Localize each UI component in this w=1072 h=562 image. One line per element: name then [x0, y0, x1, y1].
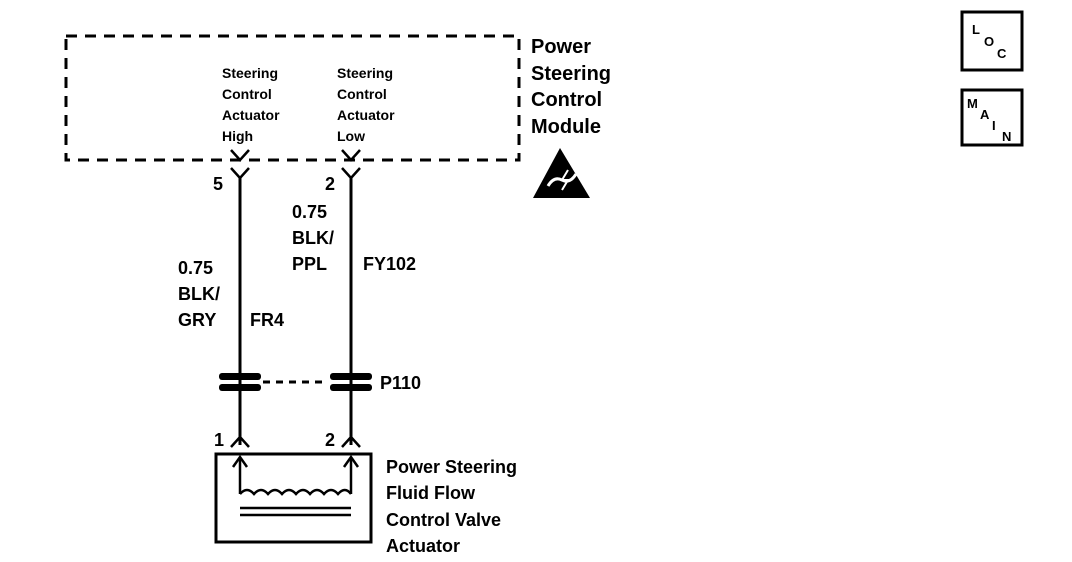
svg-text:Control: Control: [531, 89, 602, 111]
module-pin-number-high: 5: [213, 174, 223, 194]
svg-text:Steering: Steering: [337, 65, 393, 81]
location-icon[interactable]: L O C: [960, 10, 1024, 72]
svg-text:Power Steering: Power Steering: [386, 457, 517, 477]
actuator-terminal-left: [230, 435, 250, 448]
svg-text:I: I: [992, 118, 996, 133]
main-icon[interactable]: M A I N: [960, 88, 1024, 147]
svg-text:O: O: [984, 34, 994, 49]
wire-label-low: 0.75 BLK/ PPL FY102: [292, 202, 416, 274]
svg-text:M: M: [967, 96, 978, 111]
actuator-name: Power Steering Fluid Flow Control Valve …: [386, 457, 517, 556]
svg-text:BLK/: BLK/: [178, 284, 220, 304]
svg-text:Fluid Flow: Fluid Flow: [386, 483, 476, 503]
svg-text:Low: Low: [337, 128, 365, 144]
svg-text:PPL: PPL: [292, 254, 327, 274]
wire-label-high: 0.75 BLK/ GRY FR4: [178, 258, 284, 330]
svg-text:Steering: Steering: [222, 65, 278, 81]
svg-text:Actuator: Actuator: [386, 536, 460, 556]
pin-label-low: Steering Control Actuator Low: [337, 65, 395, 144]
svg-text:Actuator: Actuator: [222, 107, 280, 123]
module-box: [64, 34, 521, 162]
module-terminal-low: [341, 149, 361, 180]
svg-text:GRY: GRY: [178, 310, 216, 330]
svg-text:Control: Control: [337, 86, 387, 102]
svg-text:C: C: [997, 46, 1007, 61]
actuator-core: [240, 506, 351, 517]
svg-text:BLK/: BLK/: [292, 228, 334, 248]
svg-text:N: N: [1002, 129, 1011, 144]
actuator-terminal-right: [341, 435, 361, 448]
svg-text:FY102: FY102: [363, 254, 416, 274]
svg-text:Power: Power: [531, 36, 591, 58]
actuator-pin-number-right: 2: [325, 430, 335, 450]
svg-text:L: L: [972, 22, 980, 37]
svg-text:Actuator: Actuator: [337, 107, 395, 123]
module-name: Power Steering Control Module: [531, 36, 611, 138]
svg-text:Module: Module: [531, 116, 601, 138]
svg-text:Steering: Steering: [531, 63, 611, 85]
actuator-box: [214, 452, 373, 544]
svg-text:0.75: 0.75: [178, 258, 213, 278]
module-terminal-high: [230, 149, 250, 180]
svg-text:Control: Control: [222, 86, 272, 102]
svg-text:High: High: [222, 128, 253, 144]
pin-label-high: Steering Control Actuator High: [222, 65, 280, 144]
connector-name: P110: [380, 373, 421, 393]
actuator-pin-number-left: 1: [214, 430, 224, 450]
inline-connector: [219, 373, 372, 391]
svg-text:FR4: FR4: [250, 310, 284, 330]
module-pin-number-low: 2: [325, 174, 335, 194]
svg-text:A: A: [980, 107, 990, 122]
svg-text:Control Valve: Control Valve: [386, 510, 501, 530]
svg-text:0.75: 0.75: [292, 202, 327, 222]
actuator-coil: [231, 454, 360, 496]
esd-warning-icon: [533, 148, 590, 198]
